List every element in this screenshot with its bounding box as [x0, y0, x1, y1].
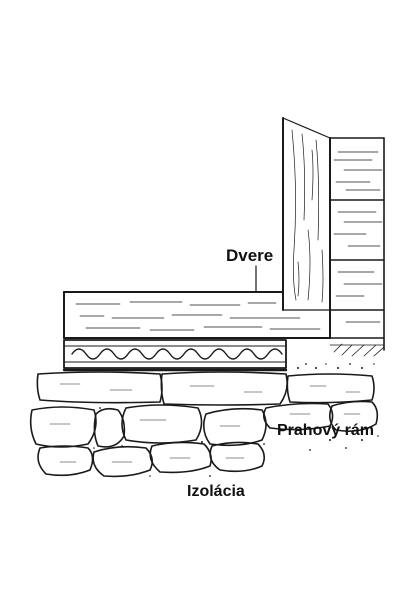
stone-rubble — [29, 400, 379, 478]
door-leaf — [63, 265, 331, 339]
wall-siding — [329, 137, 385, 351]
ground-hatching — [329, 343, 385, 357]
label-insulation: Izolácia — [187, 483, 245, 500]
label-threshold-frame: Prahový rám — [277, 422, 374, 439]
gravel-fill — [93, 363, 379, 477]
insulation-layer — [62, 339, 288, 372]
stone-course-top — [36, 371, 375, 406]
door-frame-post — [282, 117, 331, 311]
label-door: Dvere — [226, 246, 274, 265]
